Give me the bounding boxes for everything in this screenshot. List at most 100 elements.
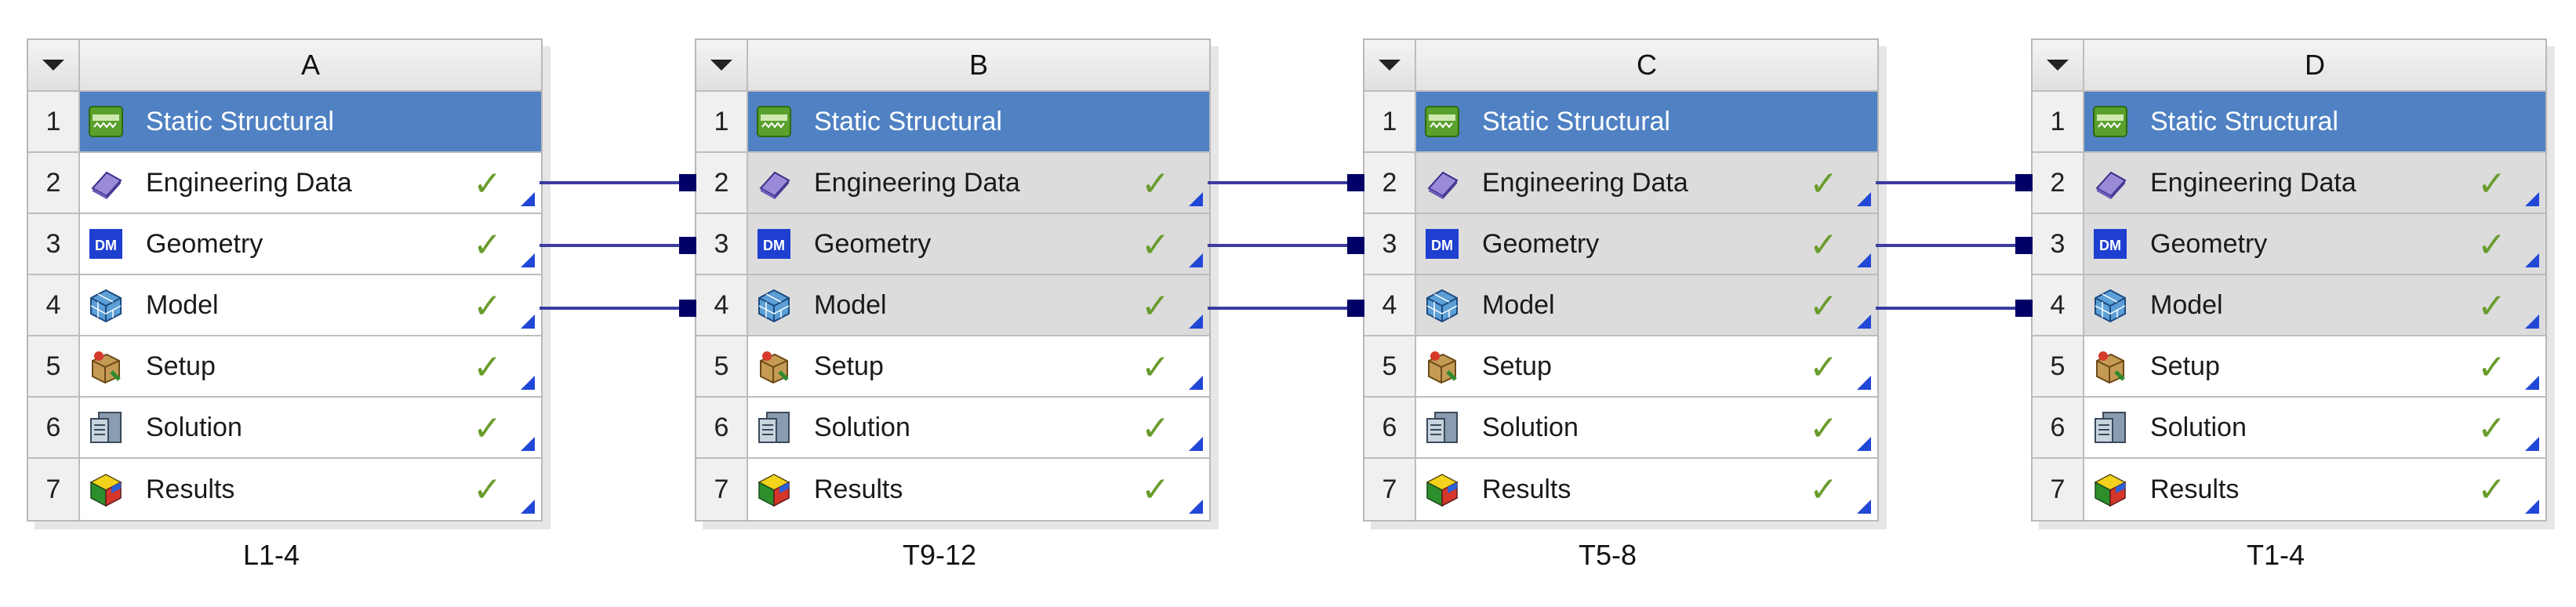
- cell-setup[interactable]: 5 Setup✓: [2033, 336, 2545, 398]
- link-line[interactable]: [540, 307, 689, 310]
- row-number: 1: [696, 92, 748, 151]
- row-number: 4: [28, 275, 80, 335]
- system-name[interactable]: L1-4: [242, 539, 300, 571]
- cell-model[interactable]: 4 Model✓: [2033, 275, 2545, 336]
- cell-solution[interactable]: 6 Solution✓: [696, 398, 1209, 459]
- link-node[interactable]: [679, 237, 696, 254]
- cell-setup[interactable]: 5 Setup✓: [28, 336, 541, 398]
- cell-results[interactable]: 7 Results✓: [696, 459, 1209, 520]
- link-node[interactable]: [679, 174, 696, 191]
- solution-icon: [86, 408, 125, 447]
- cell-engineering-data[interactable]: 2 Engineering Data✓: [2033, 153, 2545, 214]
- results-icon: [754, 470, 794, 509]
- cell-label: Solution: [1482, 412, 1579, 442]
- check-icon: ✓: [473, 471, 502, 509]
- link-node[interactable]: [679, 300, 696, 317]
- cell-model[interactable]: 4 Model✓: [28, 275, 541, 336]
- system-name[interactable]: T5-8: [1578, 539, 1637, 571]
- cell-solution[interactable]: 6 Solution✓: [28, 398, 541, 459]
- corner-marker-icon: [1189, 376, 1203, 390]
- row-number: 5: [696, 336, 748, 396]
- cell-model[interactable]: 4 Model✓: [1364, 275, 1877, 336]
- corner-marker-icon: [521, 376, 535, 390]
- cell-setup[interactable]: 5 Setup✓: [696, 336, 1209, 398]
- row-number: 7: [1364, 459, 1416, 520]
- system-menu-dropdown[interactable]: [696, 40, 748, 90]
- system-table: C 1 Static Structural 2 Engineering Data…: [1363, 38, 1879, 522]
- link-node[interactable]: [2015, 300, 2033, 317]
- corner-marker-icon: [521, 437, 535, 451]
- cell-label: Model: [814, 289, 887, 320]
- cell-model[interactable]: 4 Model✓: [696, 275, 1209, 336]
- corner-marker-icon: [2525, 376, 2539, 390]
- link-node[interactable]: [1347, 174, 1364, 191]
- system-menu-dropdown[interactable]: [28, 40, 80, 90]
- link-line[interactable]: [1208, 244, 1357, 247]
- cell-label: Solution: [2150, 412, 2247, 442]
- check-icon: ✓: [2477, 348, 2506, 387]
- corner-marker-icon: [1189, 500, 1203, 514]
- dropdown-arrow-icon: [2047, 60, 2069, 71]
- cell-label: Engineering Data: [814, 167, 1020, 198]
- system-menu-dropdown[interactable]: [1364, 40, 1416, 90]
- cell-engineering-data[interactable]: 2 Engineering Data✓: [1364, 153, 1877, 214]
- check-icon: ✓: [1809, 348, 1838, 387]
- corner-marker-icon: [2525, 253, 2539, 267]
- cell-static-structural[interactable]: 1 Static Structural: [696, 92, 1209, 153]
- cell-engineering-data[interactable]: 2 Engineering Data✓: [28, 153, 541, 214]
- link-node[interactable]: [1347, 237, 1364, 254]
- system-column-letter: B: [968, 49, 988, 81]
- geometry-dm-icon: DM: [2091, 224, 2130, 264]
- link-line[interactable]: [1208, 307, 1357, 310]
- link-line[interactable]: [1876, 244, 2025, 247]
- cell-label: Geometry: [814, 228, 932, 259]
- row-number: 4: [2033, 275, 2084, 335]
- link-line[interactable]: [1876, 307, 2025, 310]
- link-node[interactable]: [2015, 174, 2033, 191]
- system-name[interactable]: T9-12: [902, 539, 977, 571]
- cell-engineering-data[interactable]: 2 Engineering Data✓: [696, 153, 1209, 214]
- link-line[interactable]: [540, 244, 689, 247]
- link-node[interactable]: [1347, 300, 1364, 317]
- cell-label: Static Structural: [1482, 106, 1670, 136]
- system-d[interactable]: D 1 Static Structural 2 Engineering Data…: [2031, 38, 2547, 572]
- svg-text:DM: DM: [763, 238, 785, 253]
- system-a[interactable]: A 1 Static Structural 2 Engineering Data…: [27, 38, 543, 572]
- static-structural-icon: [754, 102, 794, 141]
- cell-static-structural[interactable]: 1 Static Structural: [2033, 92, 2545, 153]
- system-c[interactable]: C 1 Static Structural 2 Engineering Data…: [1363, 38, 1879, 572]
- results-icon: [1422, 470, 1462, 509]
- system-table: B 1 Static Structural 2 Engineering Data…: [695, 38, 1211, 522]
- cell-solution[interactable]: 6 Solution✓: [2033, 398, 2545, 459]
- cell-static-structural[interactable]: 1 Static Structural: [28, 92, 541, 153]
- row-number: 5: [28, 336, 80, 396]
- system-name[interactable]: T1-4: [2246, 539, 2305, 571]
- corner-marker-icon: [1857, 376, 1871, 390]
- system-menu-dropdown[interactable]: [2033, 40, 2084, 90]
- system-b[interactable]: B 1 Static Structural 2 Engineering Data…: [695, 38, 1211, 572]
- system-header: B: [696, 40, 1209, 92]
- corner-marker-icon: [1189, 437, 1203, 451]
- cell-results[interactable]: 7 Results✓: [28, 459, 541, 520]
- cell-results[interactable]: 7 Results✓: [1364, 459, 1877, 520]
- cell-label: Static Structural: [814, 106, 1002, 136]
- link-line[interactable]: [540, 181, 689, 184]
- corner-marker-icon: [1857, 500, 1871, 514]
- row-number: 7: [2033, 459, 2084, 520]
- system-column-letter: A: [300, 49, 320, 81]
- cell-results[interactable]: 7 Results✓: [2033, 459, 2545, 520]
- check-icon: ✓: [473, 226, 502, 264]
- cell-static-structural[interactable]: 1 Static Structural: [1364, 92, 1877, 153]
- cell-setup[interactable]: 5 Setup✓: [1364, 336, 1877, 398]
- system-header: D: [2033, 40, 2545, 92]
- cell-solution[interactable]: 6 Solution✓: [1364, 398, 1877, 459]
- check-icon: ✓: [473, 287, 502, 325]
- link-line[interactable]: [1208, 181, 1357, 184]
- link-line[interactable]: [1876, 181, 2025, 184]
- link-node[interactable]: [2015, 237, 2033, 254]
- cell-label: Engineering Data: [2150, 167, 2356, 198]
